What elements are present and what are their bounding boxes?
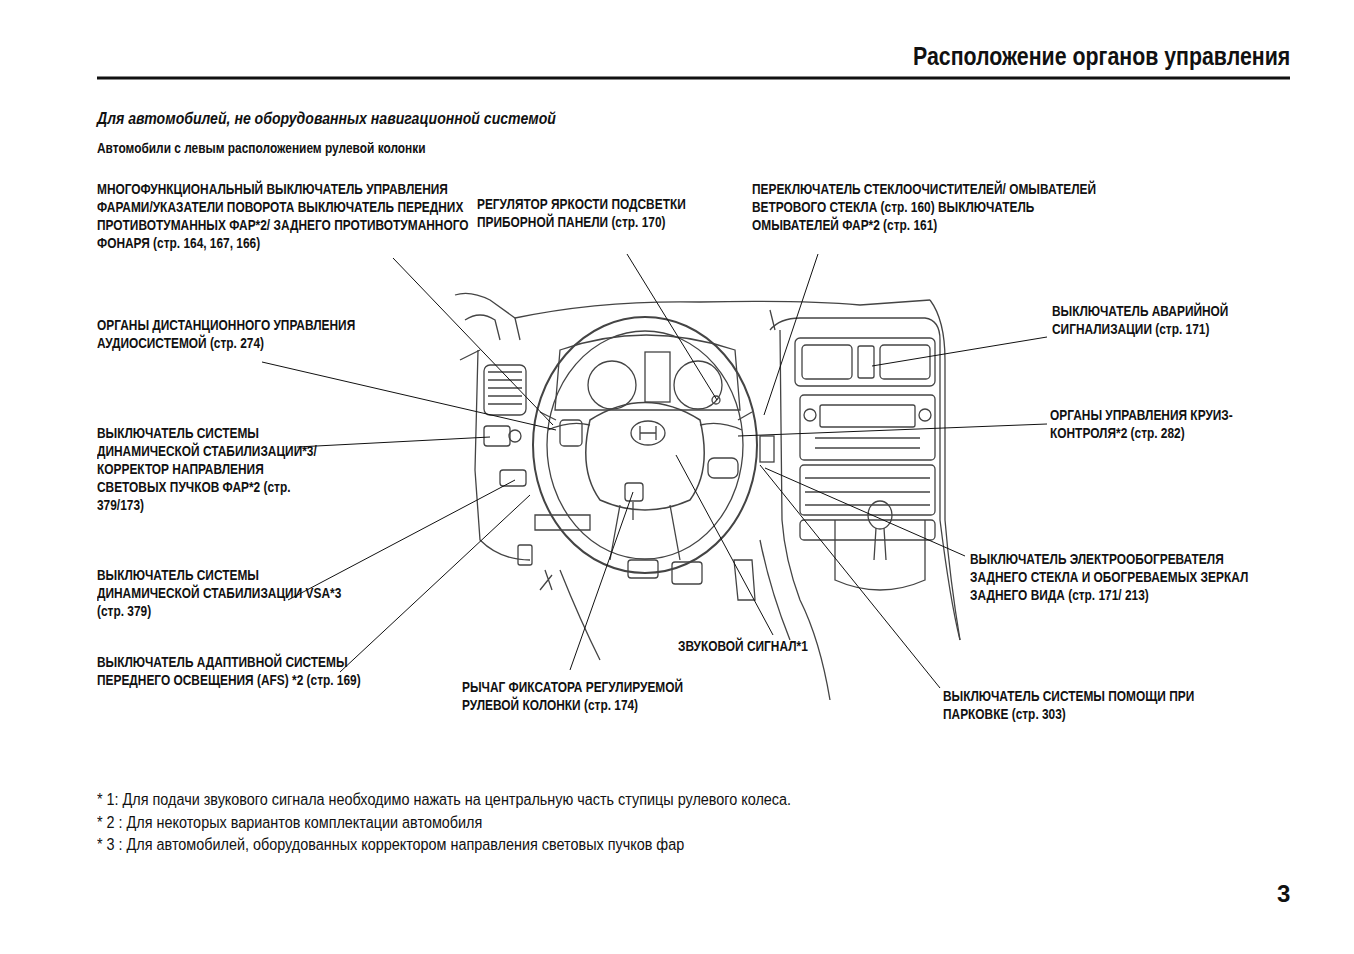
leader-lines xyxy=(262,254,1047,688)
footnote: * 3 : Для автомобилей, оборудованных кор… xyxy=(97,836,684,854)
callout-label: ВЫКЛЮЧАТЕЛЬ АВАРИЙНОЙ СИГНАЛИЗАЦИИ (стр.… xyxy=(1052,302,1274,338)
callout-label: ПЕРЕКЛЮЧАТЕЛЬ СТЕКЛООЧИСТИТЕЛЕЙ/ ОМЫВАТЕ… xyxy=(752,180,1112,234)
page-title: Расположение органов управления xyxy=(913,40,1290,72)
subheading: Автомобили с левым расположением рулевой… xyxy=(97,139,426,157)
callout-label: ОРГАНЫ УПРАВЛЕНИЯ КРУИЗ-КОНТРОЛЯ*2 (стр.… xyxy=(1050,406,1280,442)
callout-label: ВЫКЛЮЧАТЕЛЬ СИСТЕМЫ ДИНАМИЧЕСКОЙ СТАБИЛИ… xyxy=(97,424,329,514)
footnote: * 2 : Для некоторых вариантов комплектац… xyxy=(97,814,482,832)
page-number: 3 xyxy=(1277,880,1290,908)
callout-label: ВЫКЛЮЧАТЕЛЬ ЭЛЕКТРООБОГРЕВАТЕЛЯ ЗАДНЕГО … xyxy=(970,550,1280,604)
callout-label: РЫЧАГ ФИКСАТОРА РЕГУЛИРУЕМОЙ РУЛЕВОЙ КОЛ… xyxy=(462,678,742,714)
callout-label: РЕГУЛЯТОР ЯРКОСТИ ПОДСВЕТКИ ПРИБОРНОЙ ПА… xyxy=(477,195,715,231)
callout-label: МНОГОФУНКЦИОНАЛЬНЫЙ ВЫКЛЮЧАТЕЛЬ УПРАВЛЕН… xyxy=(97,180,469,252)
callout-label: ВЫКЛЮЧАТЕЛЬ АДАПТИВНОЙ СИСТЕМЫ ПЕРЕДНЕГО… xyxy=(97,653,423,689)
footnote: * 1: Для подачи звукового сигнала необхо… xyxy=(97,791,791,809)
callout-label: ВЫКЛЮЧАТЕЛЬ СИСТЕМЫ ПОМОЩИ ПРИ ПАРКОВКЕ … xyxy=(943,687,1259,723)
callout-label: ЗВУКОВОЙ СИГНАЛ*1 xyxy=(678,637,808,655)
section-heading: Для автомобилей, не оборудованных навига… xyxy=(97,110,556,128)
callout-label: ВЫКЛЮЧАТЕЛЬ СИСТЕМЫ ДИНАМИЧЕСКОЙ СТАБИЛИ… xyxy=(97,566,347,620)
callout-label: ОРГАНЫ ДИСТАНЦИОННОГО УПРАВЛЕНИЯ АУДИОСИ… xyxy=(97,316,415,352)
